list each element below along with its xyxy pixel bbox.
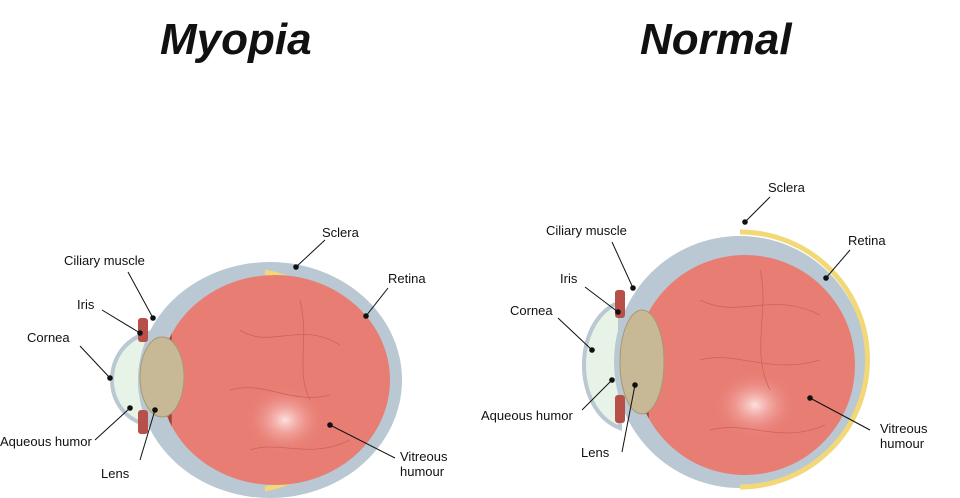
normal-label-iris: Iris xyxy=(560,271,578,286)
myopia-vitreous xyxy=(160,275,390,485)
myopia-iris-top xyxy=(138,318,148,342)
normal-label-aqueous-humor: Aqueous humor xyxy=(481,408,573,423)
myopia-label-aqueous-humor: Aqueous humor xyxy=(0,434,92,449)
normal-retina xyxy=(739,229,870,490)
normal-label-vitreous-line2: humour xyxy=(880,435,925,451)
myopia-label-cornea: Cornea xyxy=(27,330,70,345)
myopia-label-sclera: Sclera xyxy=(322,225,359,240)
myopia-title: Myopia xyxy=(160,15,312,64)
myopia-eye xyxy=(110,262,402,498)
myopia-label-lens: Lens xyxy=(101,466,130,481)
normal-cornea xyxy=(582,299,622,431)
normal-eye xyxy=(582,229,870,490)
myopia-lens xyxy=(139,336,185,418)
myopia-iris-bottom xyxy=(138,410,148,434)
normal-label-retina: Retina xyxy=(848,233,886,248)
normal-lens xyxy=(619,309,665,415)
myopia-label-ciliary-muscle: Ciliary muscle xyxy=(64,253,145,268)
normal-label-ciliary-muscle: Ciliary muscle xyxy=(546,223,627,238)
myopia-fovea-glow xyxy=(245,386,325,454)
normal-vitreous xyxy=(635,255,855,475)
normal-title: Normal xyxy=(640,15,792,64)
myopia-label-iris: Iris xyxy=(77,297,95,312)
normal-label-cornea: Cornea xyxy=(510,303,553,318)
normal-label-vitreous-humour: Vitreous humour xyxy=(880,421,928,452)
normal-label-vitreous-line1: Vitreous xyxy=(880,421,928,436)
normal-label-sclera: Sclera xyxy=(768,180,805,195)
normal-fovea-glow xyxy=(713,371,797,439)
myopia-label-retina: Retina xyxy=(388,271,426,286)
myopia-leaders xyxy=(79,239,396,461)
myopia-label-vitreous-humour: Vitreous humour xyxy=(400,449,448,480)
normal-label-lens: Lens xyxy=(581,445,610,460)
normal-iris-bottom xyxy=(615,395,625,423)
normal-leaders xyxy=(557,196,871,453)
myopia-label-vitreous-line1: Vitreous xyxy=(400,449,448,464)
myopia-label-vitreous-line2: humour xyxy=(400,463,445,479)
